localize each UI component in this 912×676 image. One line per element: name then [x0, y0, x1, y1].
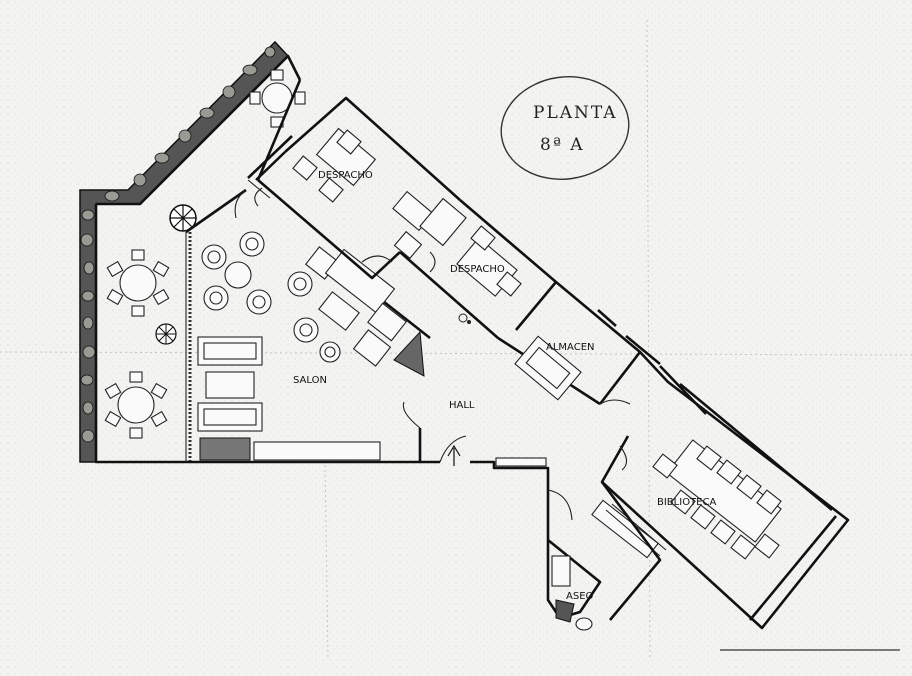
terrace-outline: [94, 54, 302, 464]
terrace-table-bottom: [104, 371, 168, 439]
planter-texture: [80, 46, 276, 443]
salon-planter: [199, 437, 251, 461]
room-label-salon: SALON: [293, 375, 327, 386]
room-label-despacho-2: DESPACHO: [450, 264, 505, 275]
salon-armchairs: [201, 231, 341, 363]
biblioteca-walls: [600, 351, 850, 630]
aseo: [546, 472, 662, 631]
salon: [185, 79, 431, 464]
salon-walls: [185, 79, 422, 464]
salon-sofas: [197, 336, 263, 432]
despacho-1: [247, 96, 461, 280]
hall-walls: [420, 460, 550, 472]
salon-bench: [253, 441, 381, 461]
aseo-walls: [546, 472, 662, 621]
room-label-despacho-1: DESPACHO: [318, 170, 373, 181]
paper-fold-lines: [0, 19, 912, 661]
room-label-aseo: ASEO: [566, 591, 594, 602]
stamp-line-2: 8ª A: [540, 135, 585, 155]
hall-door-swing: [402, 401, 467, 463]
room-label-biblioteca: BIBLIOTECA: [657, 497, 716, 508]
terrace: [79, 40, 306, 464]
room-label-hall: HALL: [449, 400, 475, 411]
stamp-oval: [500, 76, 630, 180]
hall-console: [495, 457, 547, 467]
biblioteca: [591, 351, 850, 630]
terrace-table-middle: [106, 249, 170, 317]
room-label-almacen: ALMACEN: [546, 342, 595, 353]
terrace-table-top: [249, 69, 306, 128]
stamp-line-1: PLANTA: [533, 103, 618, 123]
biblioteca-chairs: [652, 445, 782, 560]
despacho-2: [361, 197, 558, 339]
terrace-umbrella-2: [155, 323, 177, 345]
terrace-umbrella-1: [169, 204, 197, 232]
salon-partition-seating: [304, 246, 431, 377]
hall: [402, 401, 550, 472]
salon-door-swing: [234, 189, 247, 219]
